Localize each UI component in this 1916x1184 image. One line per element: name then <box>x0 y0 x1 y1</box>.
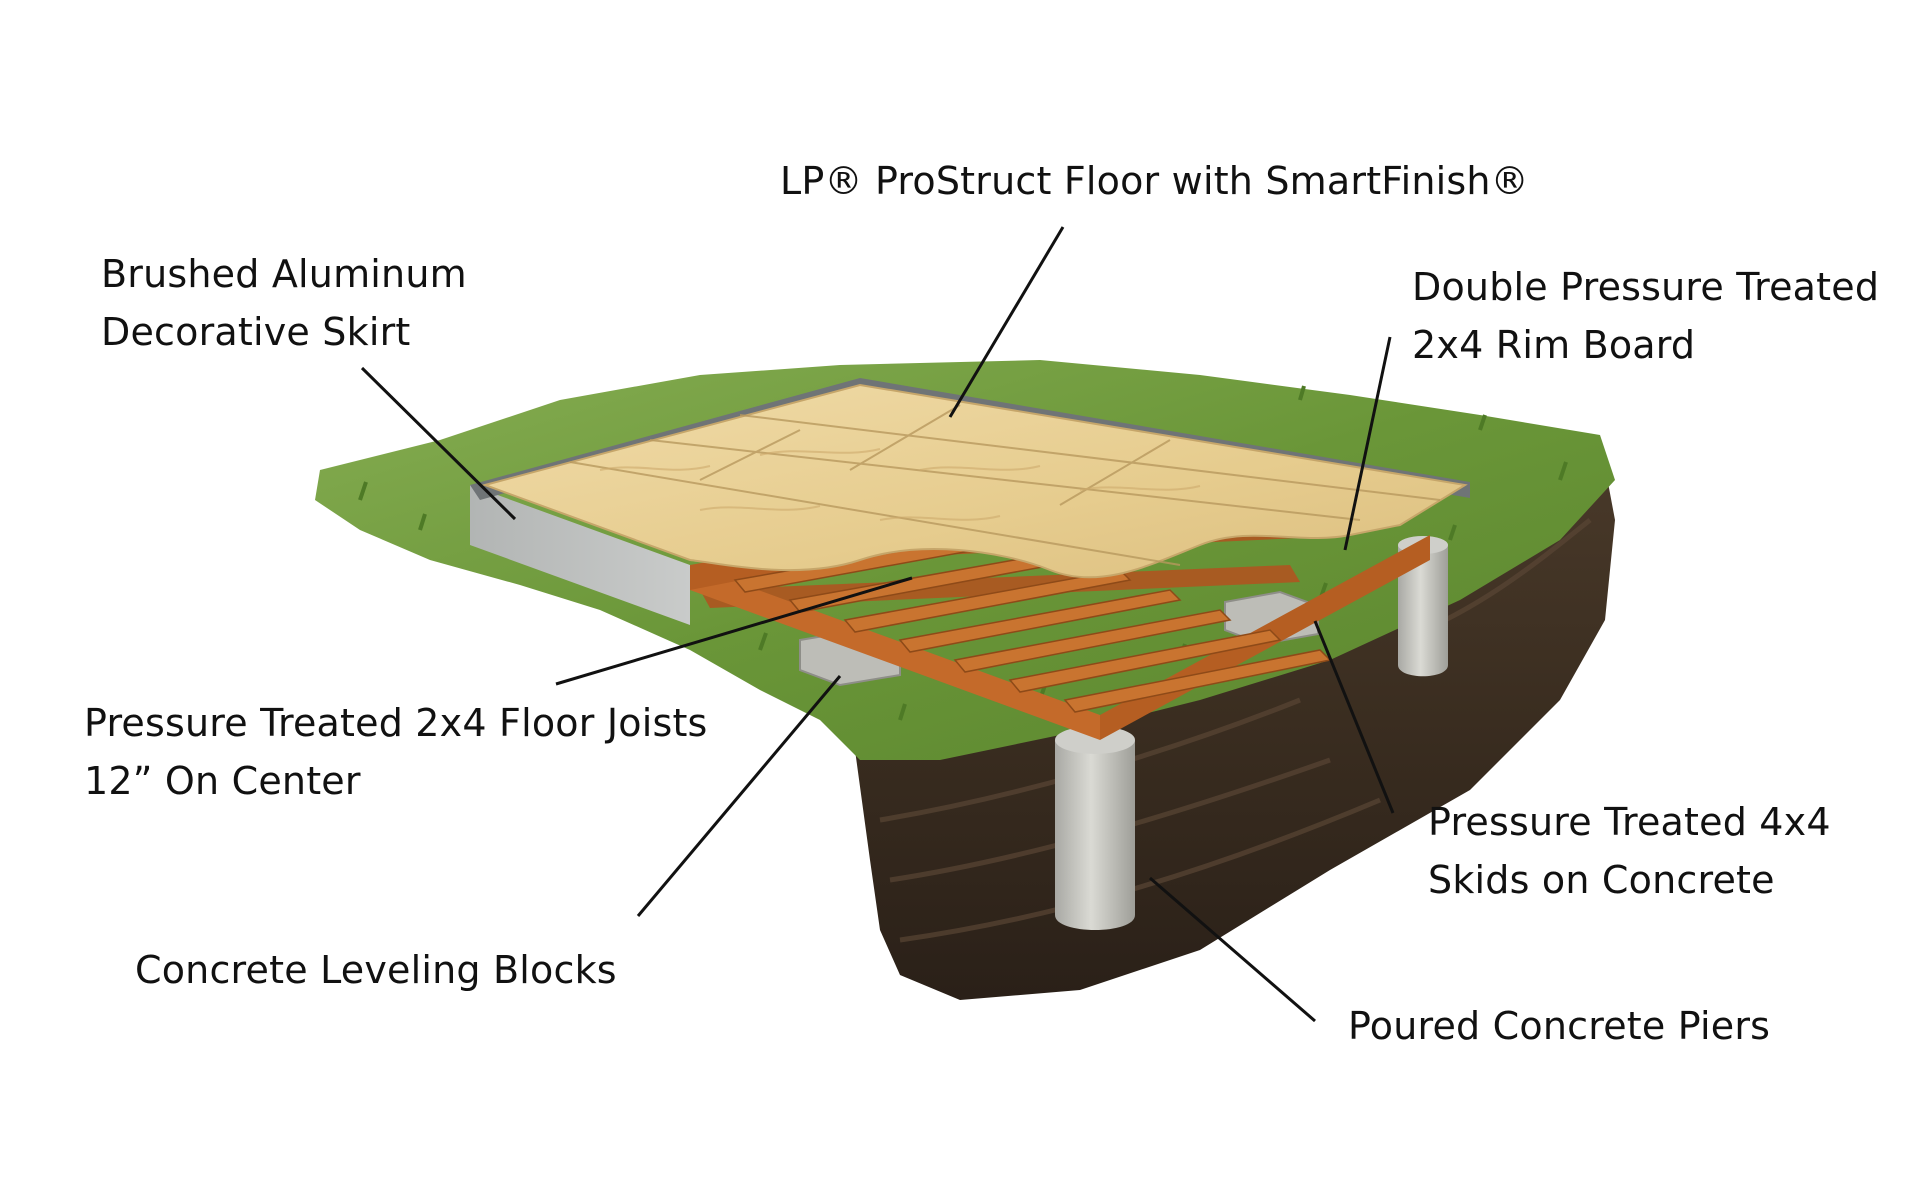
label-prostruct-floor: LP® ProStruct Floor with SmartFinish® <box>780 152 1529 210</box>
label-leveling-blocks: Concrete Leveling Blocks <box>135 941 617 999</box>
label-rim-board: Double Pressure Treated 2x4 Rim Board <box>1412 258 1879 374</box>
label-line: Pressure Treated 2x4 Floor Joists <box>84 701 708 745</box>
label-line: Skids on Concrete <box>1428 858 1775 902</box>
plywood-grain <box>599 448 1201 521</box>
concrete-pier <box>1055 740 1135 930</box>
label-floor-joists: Pressure Treated 2x4 Floor Joists 12” On… <box>84 694 708 810</box>
label-line: Decorative Skirt <box>101 310 411 354</box>
leader-line-rim <box>1343 336 1392 551</box>
leader-line-blocks <box>636 675 842 917</box>
label-line: Concrete Leveling Blocks <box>135 948 617 992</box>
leader-line-floor <box>948 226 1065 418</box>
label-line: Brushed Aluminum <box>101 252 467 296</box>
label-skids: Pressure Treated 4x4 Skids on Concrete <box>1428 793 1831 909</box>
leader-line-skirt <box>360 366 517 521</box>
leader-lines <box>360 226 1395 1023</box>
label-line: 2x4 Rim Board <box>1412 323 1696 367</box>
label-concrete-piers: Poured Concrete Piers <box>1348 997 1770 1055</box>
label-line: Poured Concrete Piers <box>1348 1004 1771 1048</box>
label-line: 12” On Center <box>84 759 361 803</box>
leader-line-joists <box>555 576 913 686</box>
aluminum-skirt <box>470 485 690 625</box>
label-line: LP® ProStruct Floor with SmartFinish® <box>780 159 1529 203</box>
label-aluminum-skirt: Brushed Aluminum Decorative Skirt <box>101 245 467 361</box>
label-line: Double Pressure Treated <box>1412 265 1880 309</box>
leader-line-skids <box>1313 620 1395 814</box>
plywood-floor <box>481 383 1468 579</box>
concrete-pier <box>1398 545 1448 677</box>
plywood-seams <box>569 404 1441 566</box>
concrete-pier-top <box>1055 726 1135 754</box>
leader-line-piers <box>1149 876 1316 1023</box>
label-line: Pressure Treated 4x4 <box>1428 800 1831 844</box>
rim-board-front <box>690 565 1100 740</box>
